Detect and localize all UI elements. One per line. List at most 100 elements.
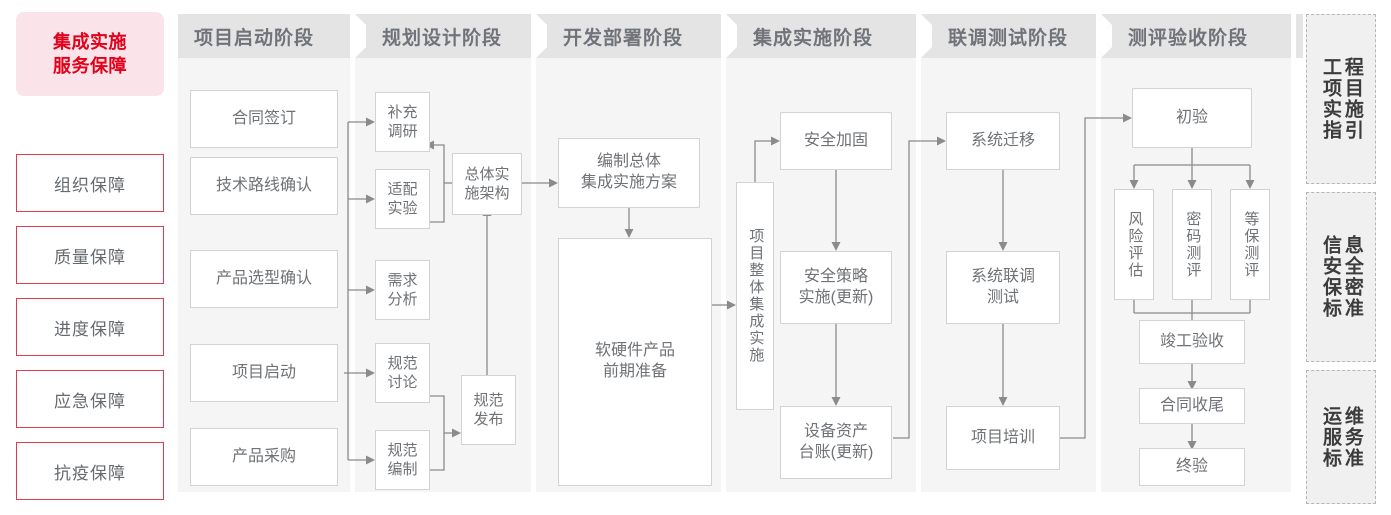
guarantee-label: 抗疫保障 [54, 463, 126, 483]
guarantee-label: 进度保障 [54, 319, 126, 339]
guarantee-item-schedule[interactable]: 进度保障 [16, 298, 164, 356]
node-asset-ledger-update[interactable]: 设备资产 台账(更新) [780, 406, 892, 479]
node-label: 产品采购 [231, 447, 296, 465]
node-mlps-evaluation[interactable]: 等保测评 [1230, 189, 1270, 300]
phase-header-label: 规划设计阶段 [382, 27, 503, 49]
phase-header-joint-test[interactable]: 联调测试阶段 [932, 14, 1096, 58]
node-project-training[interactable]: 项目培训 [946, 406, 1060, 470]
node-label-line1: 规范 [473, 391, 504, 409]
node-label-line1: 软硬件产品 [594, 342, 675, 360]
standard-col-right: 维务准 [1341, 405, 1363, 469]
node-label: 项目培训 [970, 428, 1035, 446]
node-spec-drafting[interactable]: 规范 编制 [375, 430, 430, 490]
guarantee-item-epidemic[interactable]: 抗疫保障 [16, 442, 164, 500]
phase-header-planning[interactable]: 规划设计阶段 [366, 14, 531, 58]
node-label: 竣工验收 [1159, 332, 1224, 350]
node-compile-integration-plan[interactable]: 编制总体 集成实施方案 [558, 138, 700, 208]
standard-label: 程目施引 工项实指 [1319, 57, 1363, 141]
node-label-line2: 讨论 [387, 374, 418, 391]
node-hw-sw-preparation[interactable]: 软硬件产品 前期准备 [558, 238, 712, 486]
node-label-line2: 集成实施方案 [580, 174, 677, 191]
node-label: 等保测评 [1242, 210, 1260, 279]
node-label: 风险评估 [1126, 210, 1144, 279]
standard-engineering-guideline[interactable]: 程目施引 工项实指 [1306, 14, 1376, 184]
node-label-line2: 实施(更新) [798, 288, 874, 306]
node-label-line1: 规范 [387, 354, 418, 372]
node-label-line2: 发布 [473, 411, 504, 428]
panel-title-line1: 集成实施 [53, 31, 127, 52]
node-supplementary-research[interactable]: 补充 调研 [375, 92, 430, 152]
node-label: 项目整体集成实施 [747, 228, 765, 364]
node-label-line1: 补充 [387, 103, 418, 121]
node-label-line2: 编制 [387, 461, 418, 478]
guarantee-item-quality[interactable]: 质量保障 [16, 226, 164, 284]
node-security-policy-implementation[interactable]: 安全策略 实施(更新) [780, 251, 892, 324]
node-overall-implementation-architecture[interactable]: 总体实 施架构 [452, 153, 522, 215]
node-label-line2: 实验 [387, 200, 418, 217]
node-label-line2: 分析 [387, 291, 418, 308]
node-label: 合同签订 [231, 109, 296, 127]
node-product-procurement[interactable]: 产品采购 [190, 428, 338, 486]
node-spec-release[interactable]: 规范 发布 [461, 375, 516, 445]
node-tech-route-confirm[interactable]: 技术路线确认 [190, 157, 338, 215]
phase-header-acceptance[interactable]: 测评验收阶段 [1112, 14, 1291, 58]
node-label: 安全加固 [803, 131, 868, 149]
node-label-line1: 适配 [387, 180, 418, 198]
standard-label: 维务准 运服标 [1319, 406, 1363, 469]
node-spec-discussion[interactable]: 规范 讨论 [375, 343, 430, 403]
phase-header-label: 集成实施阶段 [753, 27, 874, 49]
phase-header-initiation[interactable]: 项目启动阶段 [178, 14, 350, 58]
panel-title-line2: 服务保障 [53, 56, 127, 76]
node-adaptation-experiment[interactable]: 适配 实验 [375, 169, 430, 229]
node-label: 技术路线确认 [215, 176, 312, 194]
node-completion-acceptance[interactable]: 竣工验收 [1139, 320, 1245, 364]
node-cryptography-evaluation[interactable]: 密码测评 [1172, 189, 1212, 300]
node-system-joint-test[interactable]: 系统联调 测试 [946, 251, 1060, 324]
node-label-line1: 编制总体 [596, 153, 661, 171]
panel-title-card: 集成实施 服务保障 [16, 12, 164, 96]
node-label: 项目启动 [231, 363, 296, 381]
guarantee-label: 组织保障 [54, 175, 126, 195]
guarantee-label: 质量保障 [54, 247, 126, 267]
node-product-selection-confirm[interactable]: 产品选型确认 [190, 250, 338, 308]
phase-header-label: 联调测试阶段 [948, 27, 1069, 49]
node-preliminary-acceptance[interactable]: 初验 [1132, 88, 1252, 148]
standard-col-left: 运服标 [1320, 405, 1341, 469]
node-label-line1: 需求 [387, 271, 418, 289]
node-contract-closeout[interactable]: 合同收尾 [1139, 388, 1245, 424]
standard-info-security[interactable]: 息全密准 信安保标 [1306, 192, 1376, 362]
standard-col-left: 信安保标 [1320, 235, 1341, 319]
node-label-line1: 设备资产 [803, 422, 868, 440]
guarantee-item-organization[interactable]: 组织保障 [16, 154, 164, 212]
standard-label: 息全密准 信安保标 [1319, 235, 1363, 319]
node-contract-signing[interactable]: 合同签订 [190, 90, 338, 148]
node-label: 密码测评 [1184, 210, 1202, 279]
standard-ops-service[interactable]: 维务准 运服标 [1306, 370, 1376, 504]
node-risk-assessment[interactable]: 风险评估 [1114, 189, 1154, 300]
node-label: 产品选型确认 [215, 269, 312, 287]
guarantee-item-emergency[interactable]: 应急保障 [16, 370, 164, 428]
node-requirement-analysis[interactable]: 需求 分析 [375, 260, 430, 320]
node-project-kickoff[interactable]: 项目启动 [190, 344, 338, 402]
node-overall-project-integration[interactable]: 项目整体集成实施 [736, 182, 774, 410]
node-label: 终验 [1175, 457, 1208, 475]
node-label: 初验 [1175, 108, 1208, 126]
node-label: 系统迁移 [970, 131, 1035, 149]
node-label-line2: 调研 [387, 123, 418, 140]
node-label-line2: 前期准备 [602, 363, 667, 380]
node-label-line2: 施架构 [464, 185, 510, 202]
node-label-line2: 测试 [986, 288, 1019, 306]
node-final-acceptance[interactable]: 终验 [1139, 448, 1245, 486]
standard-col-left: 工项实指 [1320, 57, 1341, 141]
node-label-line1: 总体实 [464, 165, 510, 183]
node-system-migration[interactable]: 系统迁移 [946, 112, 1060, 170]
node-label-line1: 安全策略 [803, 267, 868, 285]
phase-header-label: 开发部署阶段 [563, 27, 684, 49]
phase-header-integration[interactable]: 集成实施阶段 [737, 14, 916, 58]
phase-header-label: 测评验收阶段 [1128, 27, 1249, 49]
node-security-hardening[interactable]: 安全加固 [780, 112, 892, 170]
node-label-line1: 规范 [387, 441, 418, 459]
phase-header-development[interactable]: 开发部署阶段 [547, 14, 721, 58]
node-label: 合同收尾 [1159, 396, 1224, 414]
